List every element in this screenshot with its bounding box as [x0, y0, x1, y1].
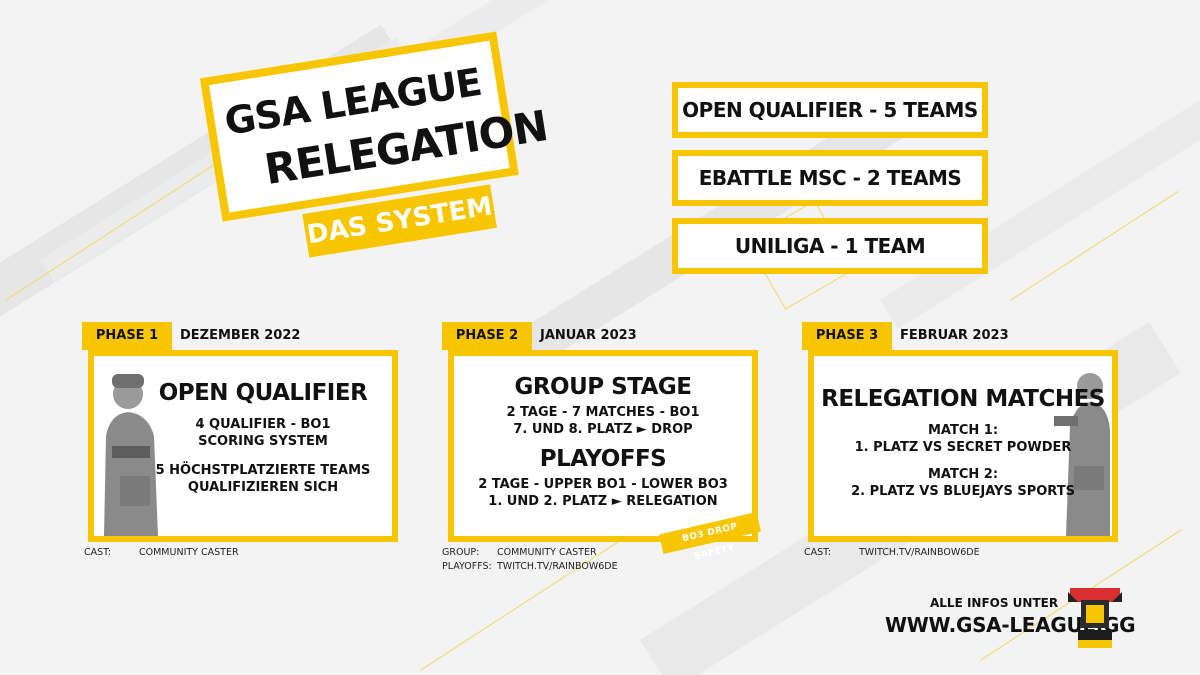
phase-heading: OPEN QUALIFIER [158, 380, 368, 406]
operator-illustration [104, 374, 158, 536]
slot-label: OPEN QUALIFIER - 5 TEAMS [682, 98, 978, 122]
phase-detail: 4 QUALIFIER - BO1 [195, 417, 331, 432]
operator-illustration [1054, 373, 1110, 536]
phase-tag: PHASE 2 [442, 322, 532, 350]
footnote-key: CAST: [804, 547, 832, 558]
phase-card: RELEGATION MATCHES MATCH 1: 1. PLATZ VS … [808, 350, 1118, 542]
slot-ebattle: EBATTLE MSC - 2 TEAMS [672, 150, 988, 206]
phase-detail: 7. UND 8. PLATZ ► DROP [513, 422, 693, 437]
phase-2-footnote-playoffs: PLAYOFFS: TWITCH.TV/RAINBOW6DE [442, 561, 618, 572]
footnote-key: PLAYOFFS: [442, 561, 492, 572]
slot-uniliga: UNILIGA - 1 TEAM [672, 218, 988, 274]
footnote-value: COMMUNITY CASTER [139, 547, 239, 558]
phase-tag: PHASE 1 [82, 322, 172, 350]
phase-heading: GROUP STAGE [514, 374, 692, 400]
footnote-value: TWITCH.TV/RAINBOW6DE [859, 547, 980, 558]
phase-card: GROUP STAGE 2 TAGE - 7 MATCHES - BO1 7. … [448, 350, 758, 542]
phase-card: OPEN QUALIFIER 4 QUALIFIER - BO1 SCORING… [88, 350, 398, 542]
title-block: GSA LEAGUE RELEGATION DAS SYSTEM [190, 26, 560, 263]
phase-detail: QUALIFIZIEREN SICH [187, 480, 339, 495]
phase-2-footnote-group: GROUP: COMMUNITY CASTER [442, 547, 597, 558]
phase-heading: RELEGATION MATCHES [821, 386, 1105, 412]
phase-heading-2: PLAYOFFS [539, 446, 667, 472]
info-label: ALLE INFOS UNTER [930, 596, 1059, 610]
phase-detail: 2 TAGE - UPPER BO1 - LOWER BO3 [478, 477, 728, 492]
slot-open-qualifier: OPEN QUALIFIER - 5 TEAMS [672, 82, 988, 138]
slot-label: UNILIGA - 1 TEAM [734, 234, 926, 258]
phase-detail: MATCH 1: [927, 423, 999, 438]
footnote-value: COMMUNITY CASTER [497, 547, 597, 558]
phase-1-footnote: CAST: COMMUNITY CASTER [84, 547, 239, 558]
r6-gsa-league-logo-icon [1068, 588, 1122, 648]
phase-3-footnote: CAST: TWITCH.TV/RAINBOW6DE [804, 547, 980, 558]
phase-detail: 2 TAGE - 7 MATCHES - BO1 [506, 405, 700, 420]
phase-detail: 5 HÖCHSTPLATZIERTE TEAMS [155, 463, 371, 478]
phase-detail: 1. UND 2. PLATZ ► RELEGATION [488, 494, 718, 509]
phase-2: PHASE 2 JANUAR 2023 GROUP STAGE 2 TAGE -… [442, 322, 762, 542]
phase-detail: 1. PLATZ VS SECRET POWDER [854, 440, 1072, 455]
phase-date: JANUAR 2023 [540, 328, 637, 343]
phase-tag: PHASE 3 [802, 322, 892, 350]
footnote-key: CAST: [84, 547, 112, 558]
phase-detail: 2. PLATZ VS BLUEJAYS SPORTS [851, 484, 1075, 499]
phase-detail: MATCH 2: [927, 467, 999, 482]
phase-date: DEZEMBER 2022 [180, 328, 301, 343]
footnote-value: TWITCH.TV/RAINBOW6DE [497, 561, 618, 572]
phase-3: PHASE 3 FEBRUAR 2023 RELEGATION MATCHES … [802, 322, 1122, 542]
phase-1: PHASE 1 DEZEMBER 2022 OPEN QUALIFIER 4 Q… [82, 322, 402, 542]
phase-date: FEBRUAR 2023 [900, 328, 1009, 343]
footnote-key: GROUP: [442, 547, 480, 558]
phase-detail: SCORING SYSTEM [198, 434, 328, 449]
slot-label: EBATTLE MSC - 2 TEAMS [698, 166, 962, 190]
